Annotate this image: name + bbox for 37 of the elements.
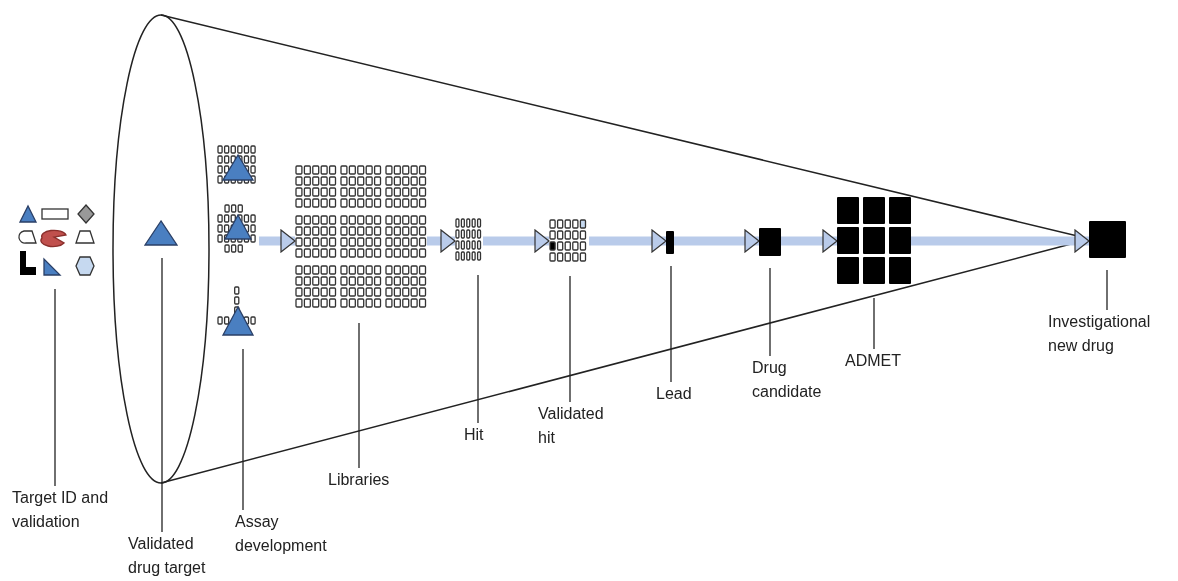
leader-line bbox=[54, 288, 56, 487]
stage-label: ADMET bbox=[845, 349, 915, 373]
library-plates-drawing bbox=[295, 165, 427, 311]
candidate-block-icon bbox=[759, 228, 781, 256]
arrow bbox=[483, 229, 550, 253]
arrow bbox=[781, 229, 838, 253]
arrow bbox=[589, 229, 667, 253]
leader-line bbox=[569, 275, 571, 403]
leader-line bbox=[873, 297, 875, 350]
leader-line bbox=[769, 267, 771, 357]
arrow bbox=[674, 229, 760, 253]
triangle-icon bbox=[144, 220, 178, 246]
arrow bbox=[911, 229, 1090, 253]
stage-label: Target ID and validation bbox=[12, 486, 132, 534]
stage-label: Lead bbox=[656, 382, 702, 406]
drug-block-icon bbox=[1089, 221, 1126, 258]
stage-label: Assay development bbox=[235, 510, 355, 558]
well-plate-drawing bbox=[455, 218, 483, 263]
leader-line bbox=[242, 348, 244, 511]
stage-label: Hit bbox=[464, 423, 494, 447]
stage-label: Investigational new drug bbox=[1048, 310, 1176, 358]
lead-block-icon bbox=[666, 231, 674, 254]
leader-line bbox=[1106, 269, 1108, 311]
arrow bbox=[427, 229, 456, 253]
stage-label: Libraries bbox=[328, 468, 408, 492]
admet-blocks-drawing bbox=[837, 197, 911, 286]
leader-line bbox=[670, 265, 672, 383]
arrow bbox=[259, 229, 296, 253]
stage-label: Validated hit bbox=[538, 402, 622, 450]
leader-line bbox=[477, 274, 479, 424]
target-shapes-drawing bbox=[18, 205, 96, 277]
stage-label: Drug candidate bbox=[752, 356, 844, 404]
leader-line bbox=[161, 257, 163, 533]
stage-label: Validated drug target bbox=[128, 532, 220, 580]
assay-plates-drawing bbox=[217, 145, 259, 337]
well-plate-drawing bbox=[549, 219, 589, 264]
leader-line bbox=[358, 322, 360, 469]
